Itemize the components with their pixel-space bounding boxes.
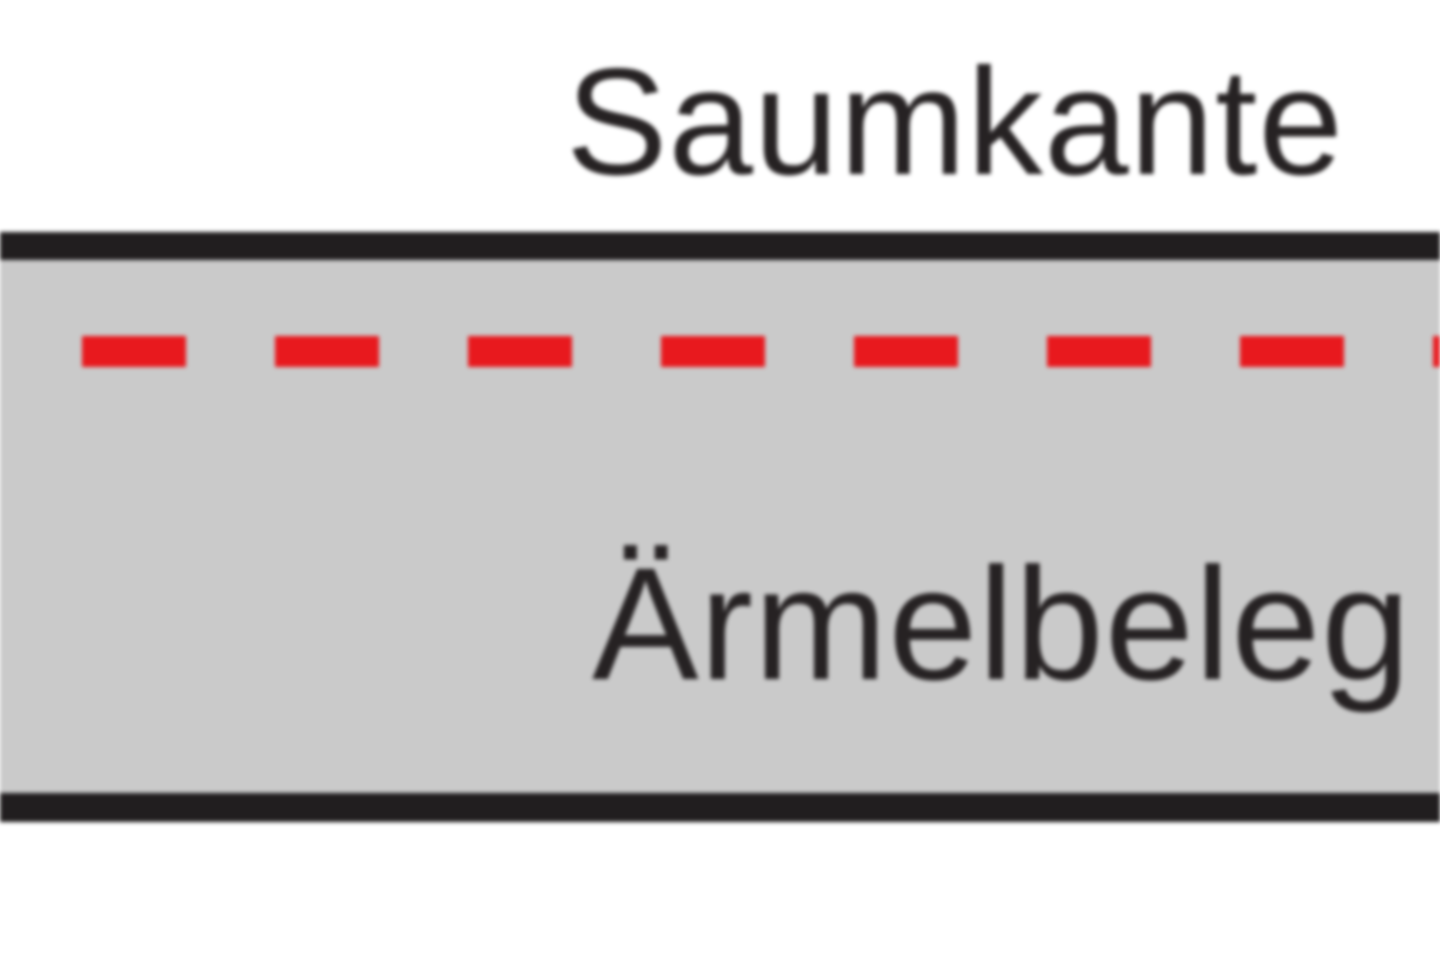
sleeve-facing-label: Ärmelbeleg	[592, 534, 1412, 713]
sleeve-facing-band	[0, 232, 1440, 822]
stitching-dashed-line	[82, 336, 1440, 367]
hem-edge-label: Saumkante	[566, 37, 1344, 207]
